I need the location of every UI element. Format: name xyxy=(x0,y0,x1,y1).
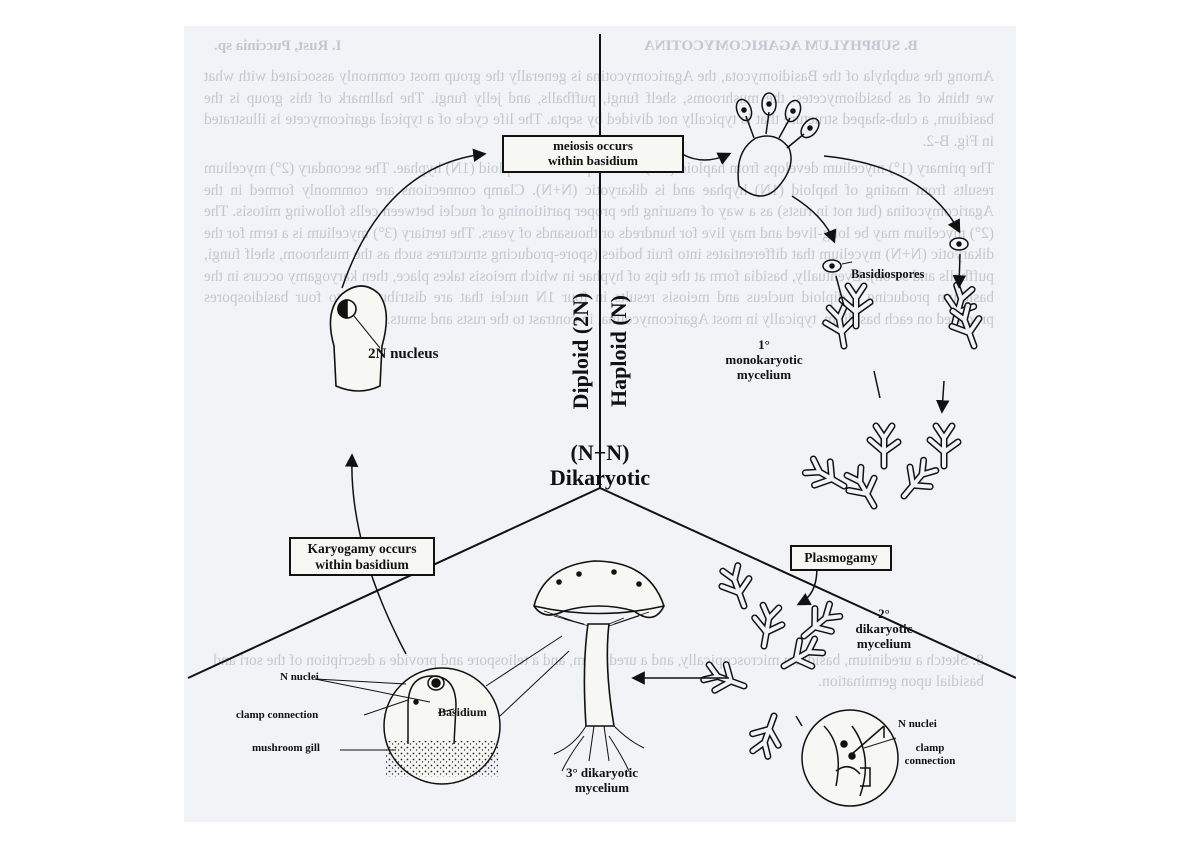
plasmogamy-label-text: Plasmogamy xyxy=(804,550,878,565)
dikaryotic-label-line: Dikaryotic xyxy=(549,465,651,491)
meiosis-label-line: meiosis occurs xyxy=(553,138,633,153)
mushroom-gill-label: mushroom gill xyxy=(252,742,320,754)
zoom-connector-line xyxy=(499,650,570,717)
monokaryotic-hyphae-drawing xyxy=(823,284,987,351)
leader-line xyxy=(363,699,409,716)
karyogamy-label-line: Karyogamy occurs xyxy=(307,541,417,556)
meiosis-arrow xyxy=(681,152,732,165)
karyogamy-label: Karyogamy occurs within basidium xyxy=(289,537,435,577)
leader-line xyxy=(314,678,407,685)
spore-arrow-right xyxy=(823,155,961,234)
monokaryotic-mycelium-label: 1° monokaryotic mycelium xyxy=(714,337,814,383)
haploid-label: Haploid (N) xyxy=(606,295,631,407)
secondary-label-line: mycelium xyxy=(856,635,912,651)
leader-line xyxy=(314,678,431,703)
right-divider-line xyxy=(599,487,1016,679)
monokaryotic-label-line: 1° xyxy=(758,337,770,352)
zoom-connector-line xyxy=(485,635,563,687)
diploid-basidium-drawing xyxy=(329,285,388,392)
leader-line xyxy=(437,708,455,714)
n-nuclei-label-right: N nuclei xyxy=(898,718,937,730)
basidiospore-drawing xyxy=(822,237,969,273)
monokaryotic-label-line: monokaryotic xyxy=(725,351,803,367)
basidium-spores-drawing xyxy=(735,92,820,197)
tertiary-label-line: 3° dikaryotic xyxy=(565,765,638,780)
basidium-zoom-drawing xyxy=(383,667,501,785)
mating-hyphae-drawing xyxy=(802,426,958,513)
secondary-label-line: 2° xyxy=(878,606,890,621)
basidium-label: Basidium xyxy=(438,705,487,719)
secondary-label-line: dikaryotic xyxy=(855,620,913,636)
life-cycle-diagram xyxy=(187,34,1016,807)
2n-nucleus-label: 2N nucleus xyxy=(368,346,439,362)
clamp-connection-label-right: clamp connection xyxy=(900,742,960,767)
clamp-connection-zoom xyxy=(795,709,899,807)
plasmogamy-label: Plasmogamy xyxy=(790,545,892,571)
meiosis-return-arrow xyxy=(341,148,487,289)
clamp-label-line: clamp xyxy=(915,742,945,754)
n-nuclei-label: N nuclei xyxy=(280,671,319,683)
basidiospores-label: Basidiospores xyxy=(851,267,925,281)
mushroom-drawing xyxy=(533,560,665,772)
left-divider-line xyxy=(187,487,601,679)
secondary-mycelium-label: 2° dikaryotic mycelium xyxy=(844,606,924,652)
meiosis-label-line: within basidium xyxy=(548,152,638,168)
clamp-connection-label: clamp connection xyxy=(236,709,319,721)
spore-arrow-left xyxy=(791,195,837,244)
dikaryotic-label: (N+N) Dikaryotic xyxy=(530,440,670,491)
clamp-label-line: connection xyxy=(904,754,956,767)
karyogamy-label-line: within basidium xyxy=(315,556,409,572)
tertiary-label-line: mycelium xyxy=(574,779,630,795)
monokaryotic-label-line: mycelium xyxy=(736,366,792,382)
lab-manual-page: I. Rust, Puccinia sp. B. SUBPHYLUM AGARI… xyxy=(184,26,1016,822)
meiosis-label: meiosis occurs within basidium xyxy=(502,135,684,173)
tertiary-mycelium-label: 3° dikaryotic mycelium xyxy=(542,765,662,796)
dikaryotic-label-line: (N+N) xyxy=(570,440,630,465)
diploid-label: Diploid (2N) xyxy=(568,292,593,410)
